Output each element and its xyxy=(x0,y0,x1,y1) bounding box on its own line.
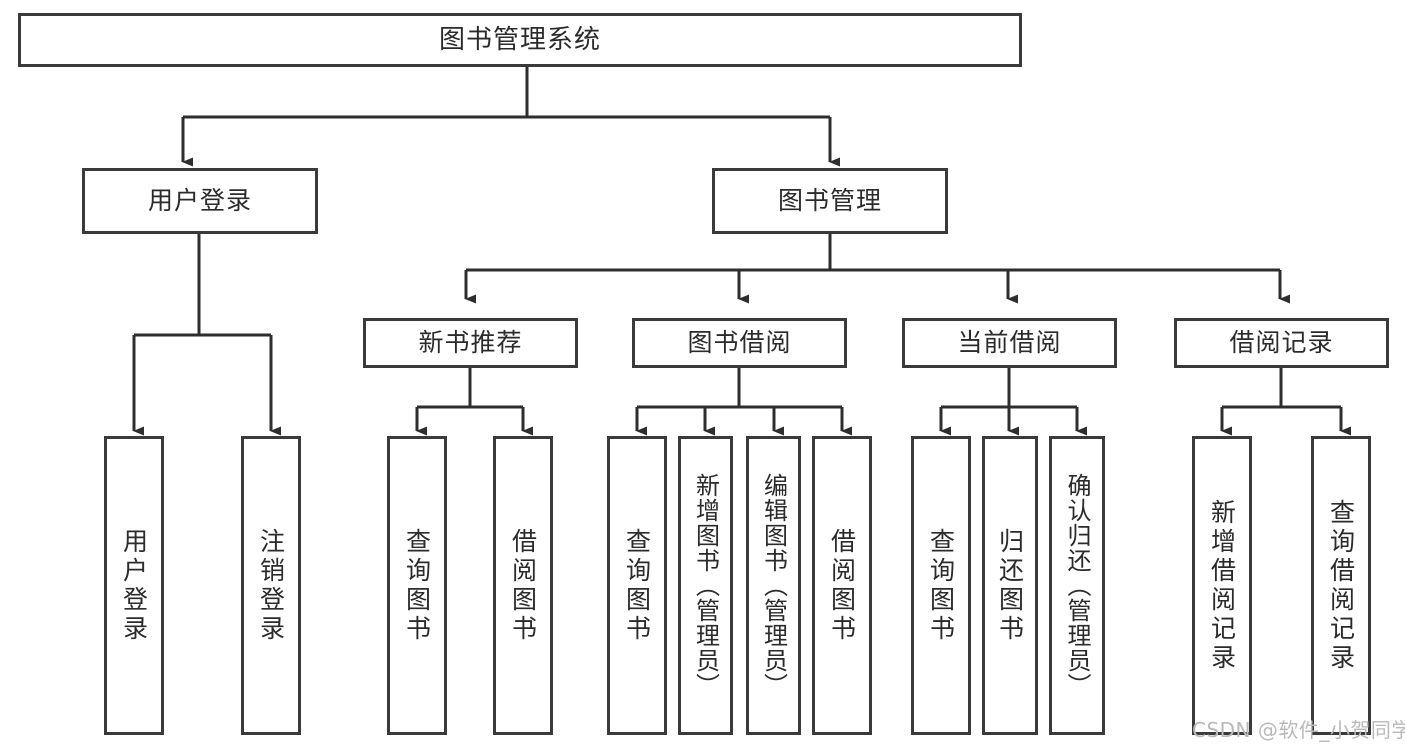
leaf-current-borrow-return[interactable]: 归还图书 xyxy=(982,436,1038,735)
node-new-book-recommend[interactable]: 新书推荐 xyxy=(363,318,578,368)
node-label: 新增借阅记录 xyxy=(1207,498,1237,673)
node-label: 图书管理系统 xyxy=(438,24,601,55)
leaf-current-borrow-query[interactable]: 查询图书 xyxy=(911,436,971,735)
node-label: 图书管理 xyxy=(777,186,882,216)
node-label: 图书借阅 xyxy=(687,328,792,358)
leaf-book-borrow-lend[interactable]: 借阅图书 xyxy=(812,436,872,735)
node-label: 新增图书（管理员） xyxy=(691,473,720,698)
node-label: 借阅图书 xyxy=(508,527,538,644)
leaf-new-book-borrow[interactable]: 借阅图书 xyxy=(493,436,553,735)
node-book-management[interactable]: 图书管理 xyxy=(712,168,948,234)
leaf-borrow-record-query[interactable]: 查询借阅记录 xyxy=(1311,436,1371,735)
node-book-borrow[interactable]: 图书借阅 xyxy=(632,318,847,368)
node-label: 用户登录 xyxy=(119,527,149,644)
node-label: 确认归还（管理员） xyxy=(1063,473,1091,698)
node-label: 注销登录 xyxy=(256,527,286,644)
leaf-book-borrow-add[interactable]: 新增图书（管理员） xyxy=(678,436,733,735)
node-label: 借阅图书 xyxy=(827,527,857,644)
leaf-borrow-record-add[interactable]: 新增借阅记录 xyxy=(1192,436,1252,735)
leaf-new-book-query[interactable]: 查询图书 xyxy=(387,436,447,735)
node-label: 查询图书 xyxy=(402,527,432,644)
leaf-book-borrow-edit[interactable]: 编辑图书（管理员） xyxy=(746,436,801,735)
node-label: 新书推荐 xyxy=(418,328,523,358)
node-borrow-record[interactable]: 借阅记录 xyxy=(1174,318,1389,368)
node-user-login[interactable]: 用户登录 xyxy=(82,168,318,234)
leaf-book-borrow-query[interactable]: 查询图书 xyxy=(607,436,667,735)
node-label: 借阅记录 xyxy=(1229,328,1334,358)
node-label: 查询图书 xyxy=(622,527,652,644)
node-label: 用户登录 xyxy=(147,186,252,216)
leaf-user-login-signin[interactable]: 用户登录 xyxy=(104,436,164,735)
node-label: 编辑图书（管理员） xyxy=(759,473,788,698)
node-root-system[interactable]: 图书管理系统 xyxy=(18,13,1022,67)
node-label: 查询借阅记录 xyxy=(1326,498,1356,673)
leaf-current-borrow-confirm[interactable]: 确认归还（管理员） xyxy=(1049,436,1105,735)
node-label: 查询图书 xyxy=(926,527,956,644)
node-label: 归还图书 xyxy=(995,527,1025,644)
leaf-user-login-signout[interactable]: 注销登录 xyxy=(241,436,301,735)
node-current-borrow[interactable]: 当前借阅 xyxy=(902,318,1117,368)
node-label: 当前借阅 xyxy=(957,328,1062,358)
